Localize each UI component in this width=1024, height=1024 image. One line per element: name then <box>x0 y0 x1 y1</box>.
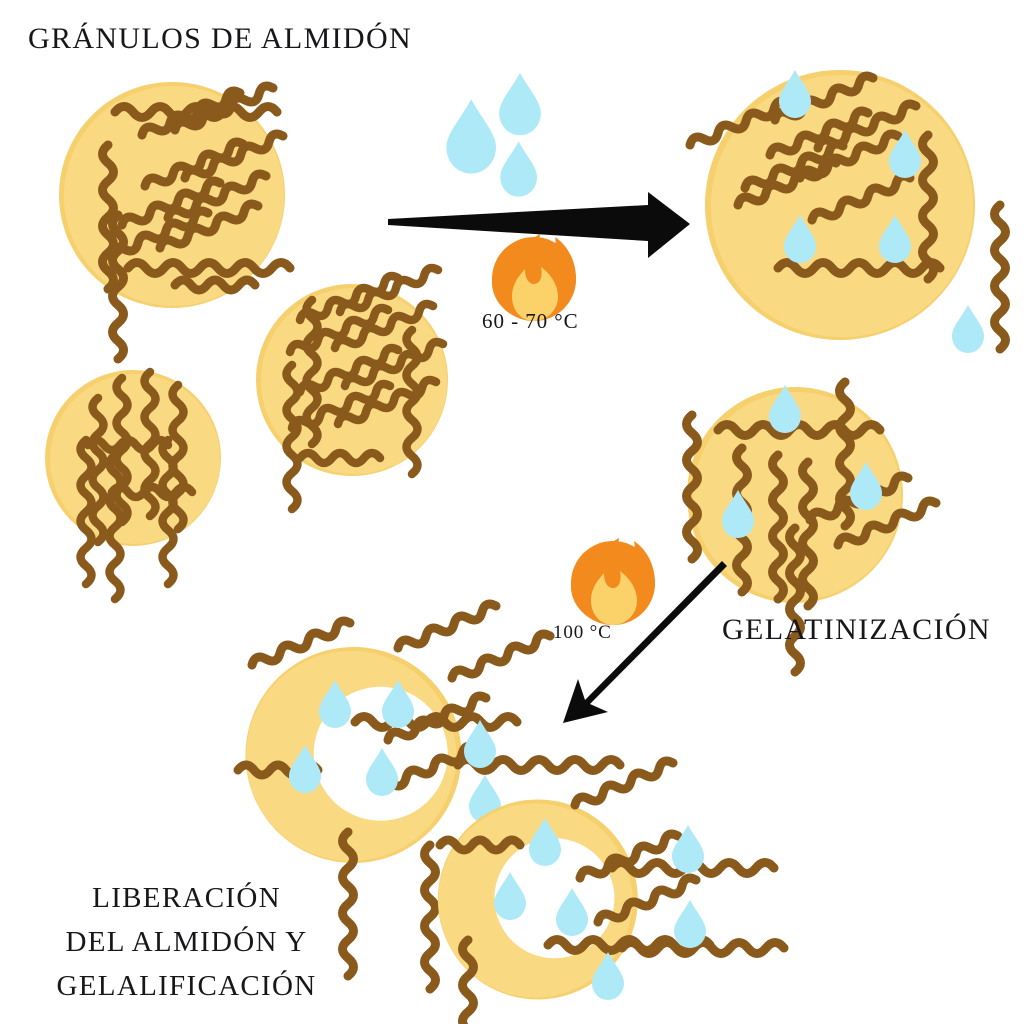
arrow-right-icon <box>388 192 690 258</box>
granule-intact-large <box>59 82 290 359</box>
label-temperature-2: 100 °C <box>553 622 612 643</box>
granule-swollen <box>690 70 1006 353</box>
label-liberacion-line2: DEL ALMIDÓN Y <box>65 926 308 959</box>
label-liberacion-line1: LIBERACIÓN <box>92 882 281 914</box>
granule-intact-small <box>45 370 221 599</box>
arrow-down-left-icon <box>563 561 727 723</box>
granule-group <box>45 70 1006 1024</box>
water-drop-cluster <box>446 72 541 197</box>
label-stage-liberacion: LIBERACIÓN DEL ALMIDÓN Y GELALIFICACIÓN <box>54 876 319 1008</box>
flame-icon-1 <box>492 234 576 321</box>
granule-gelatinized <box>687 382 937 672</box>
flame-icon-2 <box>571 538 655 625</box>
label-temperature-1: 60 - 70 °C <box>482 309 579 333</box>
label-stage-gelatinizacion: GELATINIZACIÓN <box>722 613 991 646</box>
granule-burst-right <box>438 761 784 1024</box>
label-liberacion-line3: GELALIFICACIÓN <box>56 970 317 1003</box>
label-stage-granulos: GRÁNULOS DE ALMIDÓN <box>28 22 412 55</box>
granule-intact-medium <box>256 268 448 509</box>
granule-burst-left <box>238 604 620 989</box>
